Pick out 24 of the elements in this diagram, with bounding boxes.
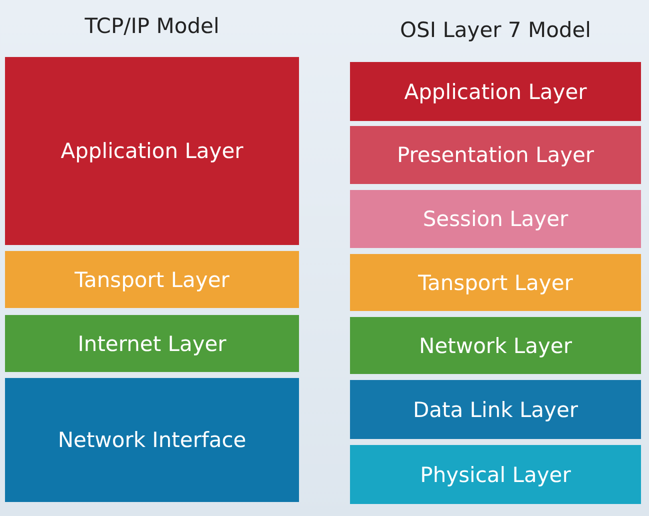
column-heading: TCP/IP Model bbox=[84, 14, 220, 38]
layer-box bbox=[5, 57, 299, 245]
layer-box bbox=[350, 254, 641, 311]
layer-label: Network Interface bbox=[58, 428, 246, 452]
layer-label: Presentation Layer bbox=[396, 143, 594, 167]
layer-box bbox=[350, 62, 641, 121]
layer-label: Session Layer bbox=[422, 207, 568, 231]
layer-label: Application Layer bbox=[404, 80, 587, 104]
column-heading: OSI Layer 7 Model bbox=[398, 18, 592, 42]
layer-label: Tansport Layer bbox=[418, 270, 573, 294]
layer-label: Data Link Layer bbox=[412, 398, 578, 422]
layer-label: Internet Layer bbox=[78, 332, 226, 356]
layer-box bbox=[5, 251, 299, 308]
layer-label: Application Layer bbox=[60, 139, 244, 163]
layer-box bbox=[350, 445, 641, 504]
layer-box bbox=[350, 190, 641, 248]
layer-box bbox=[350, 317, 641, 374]
layer-box bbox=[5, 378, 299, 502]
layer-label: Physical Layer bbox=[420, 462, 571, 486]
layer-label: Tansport Layer bbox=[74, 268, 230, 292]
layer-box bbox=[5, 315, 299, 372]
layer-label: Network Layer bbox=[419, 334, 572, 358]
layer-box bbox=[350, 380, 641, 439]
layer-box bbox=[350, 126, 641, 184]
